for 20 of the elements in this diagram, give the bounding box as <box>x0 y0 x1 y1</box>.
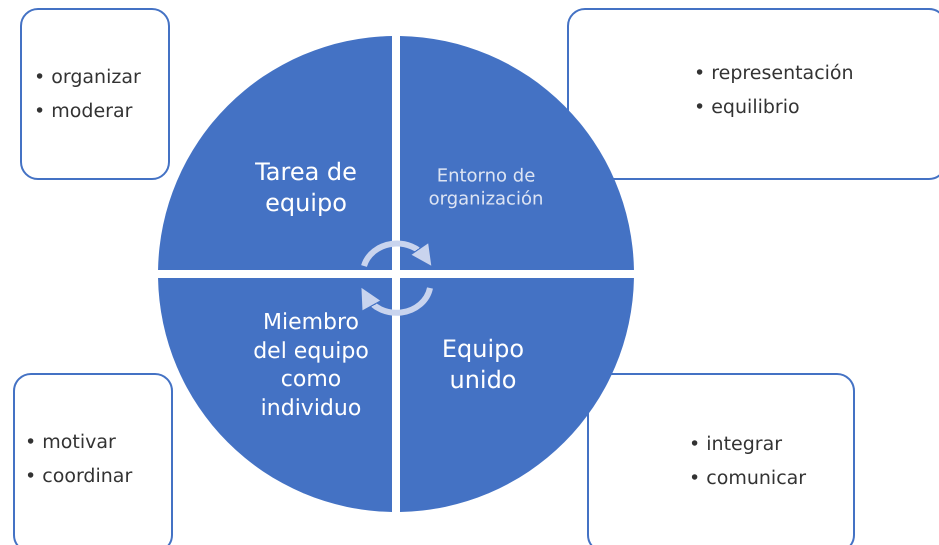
bullet-item: • integrar <box>689 432 782 457</box>
text-box <box>20 8 170 180</box>
bullet-item: • coordinar <box>25 464 132 489</box>
bullet-item: • comunicar <box>689 466 806 491</box>
quarter-circle-segment <box>400 36 634 270</box>
text-box <box>567 8 939 180</box>
bullet-item: • equilibrio <box>694 95 800 120</box>
quarter-circle-segment <box>400 278 634 512</box>
segment-label: Miembro del equipo como individuo <box>252 308 370 423</box>
segment-label: Entorno de organización <box>428 164 544 212</box>
bullet-item: • moderar <box>34 99 132 124</box>
segment-label: Equipo unido <box>440 334 526 396</box>
segment-label: Tarea de equipo <box>254 156 358 219</box>
quarter-circle-segment <box>158 36 392 270</box>
text-box <box>587 373 855 545</box>
bullet-item: • representación <box>694 61 854 86</box>
text-box <box>13 373 173 545</box>
bullet-item: • organizar <box>34 65 141 90</box>
quarter-circle-segment <box>158 278 392 512</box>
bullet-item: • motivar <box>25 430 116 455</box>
